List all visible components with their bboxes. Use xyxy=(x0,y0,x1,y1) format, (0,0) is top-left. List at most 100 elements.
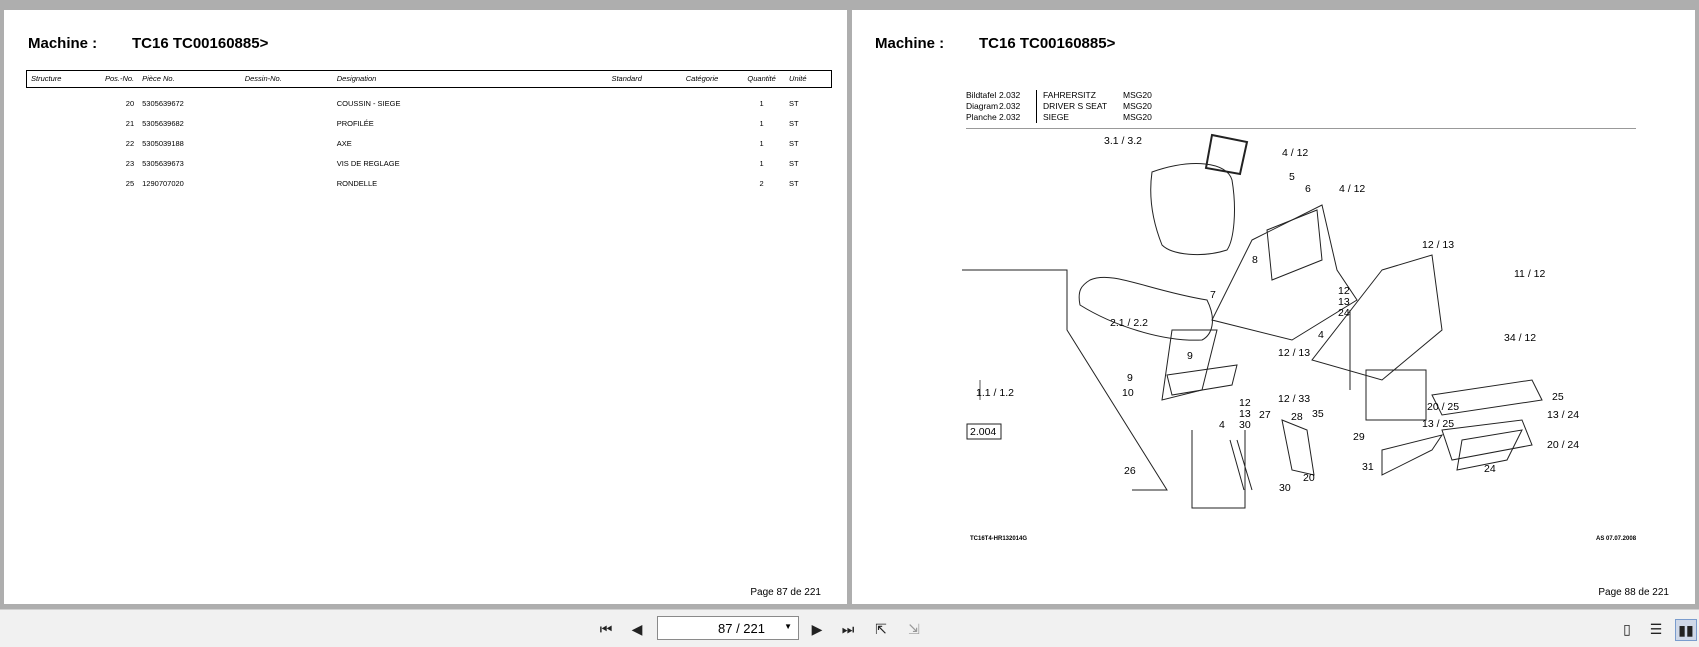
callout: 13 xyxy=(1239,408,1251,420)
callout: 4 xyxy=(1318,329,1324,341)
cell-piece: 1290707020 xyxy=(142,179,184,188)
left-page: Machine :TC16 TC00160885> Structure Pos.… xyxy=(4,10,847,604)
backrest-shape xyxy=(1150,163,1235,255)
exploded-seat-diagram: 3.1 / 3.2 4 / 12 5 6 4 / 12 8 12 / 13 11… xyxy=(962,133,1579,509)
col-unite: Unité xyxy=(785,70,833,88)
machine-label: Machine : xyxy=(875,35,945,52)
header-model: MSG20 xyxy=(1123,90,1152,100)
callout: 13 / 24 xyxy=(1547,409,1579,421)
head-panel-shape xyxy=(1204,133,1249,176)
callout: 3.1 / 3.2 xyxy=(1104,135,1142,147)
col-piece-no: Pièce No. xyxy=(138,70,241,88)
machine-value: TC16 TC00160885> xyxy=(132,35,269,52)
go-forward-icon[interactable]: ⇲ xyxy=(908,620,920,637)
table-row: 22 5305039188 AXE 1 ST xyxy=(27,128,832,148)
callout: 30 xyxy=(1279,482,1291,494)
callout: 24 xyxy=(1484,463,1496,475)
callout: 2.004 xyxy=(970,426,996,438)
cell-designation: PROFILÉE xyxy=(336,119,374,128)
machine-value: TC16 TC00160885> xyxy=(979,35,1116,52)
callout: 6 xyxy=(1305,183,1311,195)
callout: 13 xyxy=(1338,296,1350,308)
callout: 26 xyxy=(1124,465,1136,477)
callout: 35 xyxy=(1312,408,1324,420)
page-number: Page 88 de 221 xyxy=(1598,587,1669,598)
callout: 5 xyxy=(1289,171,1295,183)
continuous-view-icon[interactable]: ☰ xyxy=(1649,620,1663,637)
last-page-icon[interactable]: ⏭ xyxy=(841,620,855,637)
header-lang: Diagram xyxy=(966,101,999,111)
cell-piece: 5305039188 xyxy=(142,139,184,148)
two-page-view-icon[interactable]: ▮▮ xyxy=(1675,619,1697,641)
seat-frame-shape xyxy=(1211,204,1358,341)
cell-unit: ST xyxy=(789,159,799,168)
cell-qty: 1 xyxy=(759,139,764,148)
cell-pos: 25 xyxy=(125,179,135,188)
callout: 13 / 25 xyxy=(1422,418,1454,430)
header-number: 2.032 xyxy=(999,90,1037,101)
cell-unit: ST xyxy=(789,119,799,128)
callout: 4 xyxy=(1219,419,1225,431)
drawing-code: TC16T4-HR132014G xyxy=(970,536,1028,542)
col-dessin-no: Dessin-No. xyxy=(240,70,333,88)
callout: 4 / 12 xyxy=(1282,147,1308,159)
cell-qty: 1 xyxy=(759,119,764,128)
col-categorie: Catégorie xyxy=(681,70,739,88)
callout: 30 xyxy=(1239,419,1251,431)
col-structure: Structure xyxy=(26,70,82,88)
chevron-down-icon[interactable]: ▼ xyxy=(784,622,792,631)
callout: 12 / 33 xyxy=(1278,393,1310,405)
machine-heading: Machine : TC16 TC00160885> xyxy=(875,35,1115,52)
col-pos-no: Pos.-No. xyxy=(81,70,139,88)
callout: 31 xyxy=(1362,461,1374,473)
cell-pos: 23 xyxy=(125,159,135,168)
callout: 12 xyxy=(1239,397,1251,409)
cell-pos: 21 xyxy=(125,119,135,128)
callout: 4 / 12 xyxy=(1339,183,1365,195)
header-model: MSG20 xyxy=(1123,101,1152,111)
single-page-view-icon[interactable]: ▯ xyxy=(1623,620,1631,637)
header-title: DRIVER S SEAT xyxy=(1043,101,1108,111)
header-model: MSG20 xyxy=(1123,112,1152,122)
col-standard: Standard xyxy=(607,70,682,88)
callout: 12 / 13 xyxy=(1422,239,1454,251)
callout: 7 xyxy=(1210,289,1216,301)
callout: 20 / 24 xyxy=(1547,439,1579,451)
callout: 10 xyxy=(1122,387,1134,399)
cell-qty: 1 xyxy=(759,159,764,168)
cell-piece: 5305639682 xyxy=(142,119,184,128)
next-page-icon[interactable]: ▶ xyxy=(811,620,823,637)
cell-qty: 1 xyxy=(759,99,764,108)
callout: 11 / 12 xyxy=(1514,268,1545,280)
first-page-icon[interactable]: ⏮ xyxy=(599,620,613,637)
cell-pos: 22 xyxy=(125,139,135,148)
header-number: 2.032 xyxy=(999,112,1037,123)
viewer-toolbar: ⏮ ◀ 87 / 221 ▼ ▶ ⏭ ⇱ ⇲ ▯ ☰ ▮▮ xyxy=(0,609,1699,647)
cell-piece: 5305639673 xyxy=(142,159,184,168)
callout: 9 xyxy=(1187,350,1193,362)
col-designation: Designation xyxy=(332,70,608,88)
cell-unit: ST xyxy=(789,139,799,148)
col-quantite: Quantité xyxy=(738,70,786,88)
cell-designation: COUSSIN - SIEGE xyxy=(336,99,401,108)
header-title: FAHRERSITZ xyxy=(1043,90,1096,100)
callout: 27 xyxy=(1259,409,1271,421)
page-number: Page 87 de 221 xyxy=(750,587,821,598)
callout: 29 xyxy=(1353,431,1365,443)
cell-designation: AXE xyxy=(336,139,352,148)
header-lang: Bildtafel xyxy=(966,90,997,100)
parts-table: Structure Pos.-No. Pièce No. Dessin-No. … xyxy=(26,70,833,188)
cell-qty: 2 xyxy=(759,179,764,188)
callout: 1.1 / 1.2 xyxy=(976,387,1014,399)
callout: 25 xyxy=(1552,391,1564,403)
callout: 12 xyxy=(1338,285,1350,297)
page-number-input[interactable]: 87 / 221 ▼ xyxy=(657,616,799,640)
previous-page-icon[interactable]: ◀ xyxy=(631,620,643,637)
callout: 24 xyxy=(1338,307,1350,319)
go-back-icon[interactable]: ⇱ xyxy=(875,620,887,637)
callout: 34 / 12 xyxy=(1504,332,1536,344)
cushion-shape xyxy=(1078,276,1213,341)
cell-designation: RONDELLE xyxy=(336,179,378,188)
